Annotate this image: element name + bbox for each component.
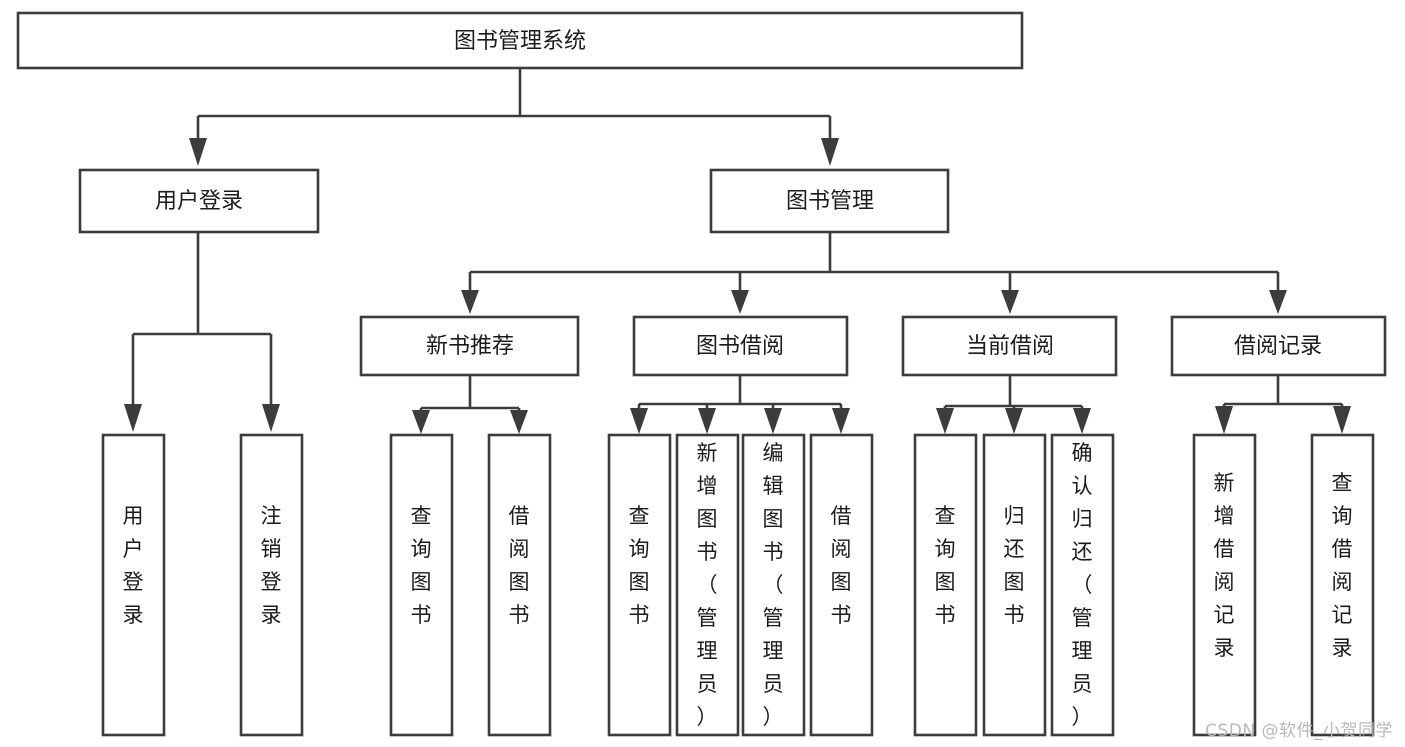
node-book-manage[interactable]: 图书管理 [709, 168, 950, 234]
node-leaf-borrow-book-2[interactable]: 借阅图书 [809, 433, 874, 737]
node-leaf-user-login-box[interactable] [101, 433, 166, 737]
arrow-head-leaf-user-logout [262, 404, 280, 432]
node-leaf-query-record[interactable]: 查询借阅记录 [1310, 433, 1375, 737]
arrow-head-leaf-user-login [124, 404, 142, 432]
node-book-manage-box[interactable] [709, 168, 950, 234]
node-leaf-add-record[interactable]: 新增借阅记录 [1192, 433, 1257, 737]
node-borrow-record-label: 借阅记录 [1234, 334, 1322, 359]
arrow-head-leaf-add-record [1215, 406, 1233, 434]
arrow-head-user-login [189, 138, 207, 166]
node-leaf-user-login[interactable]: 用户登录 [101, 433, 166, 737]
node-leaf-query-book-1-box[interactable] [389, 433, 454, 737]
node-leaf-user-logout-label: 注销登录 [261, 504, 282, 627]
node-book-borrow-label: 图书借阅 [696, 334, 784, 359]
node-leaf-query-book-1[interactable]: 查询图书 [389, 433, 454, 737]
node-leaf-query-book-2[interactable]: 查询图书 [607, 433, 672, 737]
node-leaf-query-book-3-label: 查询图书 [935, 504, 956, 627]
node-leaf-query-book-2-box[interactable] [607, 433, 672, 737]
node-leaf-confirm-return-label: 确认归还（管理员） [1072, 441, 1093, 729]
arrow-head-leaf-query-book-2 [630, 408, 648, 434]
node-user-login[interactable]: 用户登录 [78, 168, 320, 234]
connector-layer [124, 68, 1351, 434]
node-new-book-rec-label: 新书推荐 [426, 334, 514, 359]
node-book-borrow-box[interactable] [632, 315, 849, 377]
node-leaf-confirm-return[interactable]: 确认归还（管理员） [1050, 433, 1115, 737]
node-current-borrow[interactable]: 当前借阅 [901, 315, 1118, 377]
node-user-login-box[interactable] [78, 168, 320, 234]
node-book-borrow[interactable]: 图书借阅 [632, 315, 849, 377]
node-user-login-label: 用户登录 [155, 189, 243, 214]
node-leaf-confirm-return-box[interactable] [1050, 433, 1115, 737]
node-current-borrow-box[interactable] [901, 315, 1118, 377]
node-leaf-edit-book[interactable]: 编辑图书（管理员） [741, 433, 806, 737]
node-leaf-query-book-3-box[interactable] [913, 433, 978, 737]
node-leaf-borrow-book-2-label: 借阅图书 [831, 504, 852, 627]
arrow-head-current-borrow [1001, 290, 1019, 314]
arrow-head-leaf-borrow-book-1 [510, 410, 528, 434]
node-root-box[interactable] [16, 11, 1024, 70]
node-leaf-user-logout-box[interactable] [239, 433, 304, 737]
node-leaf-add-book[interactable]: 新增图书（管理员） [675, 433, 740, 737]
node-root-label: 图书管理系统 [454, 29, 586, 54]
node-leaf-query-book-3[interactable]: 查询图书 [913, 433, 978, 737]
node-book-manage-label: 图书管理 [786, 189, 874, 214]
node-leaf-return-book-label: 归还图书 [1004, 504, 1025, 627]
node-leaf-user-logout[interactable]: 注销登录 [239, 433, 304, 737]
node-root[interactable]: 图书管理系统 [16, 11, 1024, 70]
node-leaf-borrow-book-2-box[interactable] [809, 433, 874, 737]
arrow-head-leaf-return-book [1005, 408, 1023, 434]
arrow-head-leaf-query-record [1333, 406, 1351, 434]
arrow-head-leaf-borrow-book-2 [832, 408, 850, 434]
node-leaf-query-record-box[interactable] [1310, 433, 1375, 737]
node-leaf-query-book-1-label: 查询图书 [411, 504, 432, 627]
arrow-head-leaf-add-book [698, 408, 716, 434]
node-leaf-borrow-book-1-label: 借阅图书 [509, 504, 530, 627]
node-leaf-query-record-label: 查询借阅记录 [1332, 471, 1353, 660]
node-leaf-query-book-2-label: 查询图书 [629, 504, 650, 627]
arrow-head-book-borrow [731, 290, 749, 314]
node-leaf-user-login-label: 用户登录 [123, 504, 144, 627]
node-new-book-rec-box[interactable] [359, 315, 580, 377]
node-leaf-return-book[interactable]: 归还图书 [982, 433, 1047, 737]
arrow-head-leaf-query-book-3 [936, 408, 954, 434]
node-borrow-record-box[interactable] [1170, 315, 1387, 377]
node-leaf-add-record-box[interactable] [1192, 433, 1257, 737]
arrow-head-borrow-record [1269, 290, 1287, 314]
arrow-head-leaf-confirm-return [1073, 408, 1091, 434]
arrow-head-new-book-rec [461, 290, 479, 314]
arrow-head-leaf-edit-book [764, 408, 782, 434]
node-leaf-add-record-label: 新增借阅记录 [1214, 471, 1235, 660]
node-leaf-borrow-book-1-box[interactable] [487, 433, 552, 737]
node-leaf-add-book-label: 新增图书（管理员） [697, 441, 718, 729]
node-current-borrow-label: 当前借阅 [966, 334, 1054, 359]
node-leaf-edit-book-box[interactable] [741, 433, 806, 737]
arrow-head-book-manage [821, 138, 839, 166]
node-new-book-rec[interactable]: 新书推荐 [359, 315, 580, 377]
arrow-head-leaf-query-book-1 [412, 410, 430, 434]
node-leaf-edit-book-label: 编辑图书（管理员） [763, 441, 784, 729]
node-leaf-borrow-book-1[interactable]: 借阅图书 [487, 433, 552, 737]
node-leaf-add-book-box[interactable] [675, 433, 740, 737]
node-borrow-record[interactable]: 借阅记录 [1170, 315, 1387, 377]
node-leaf-return-book-box[interactable] [982, 433, 1047, 737]
